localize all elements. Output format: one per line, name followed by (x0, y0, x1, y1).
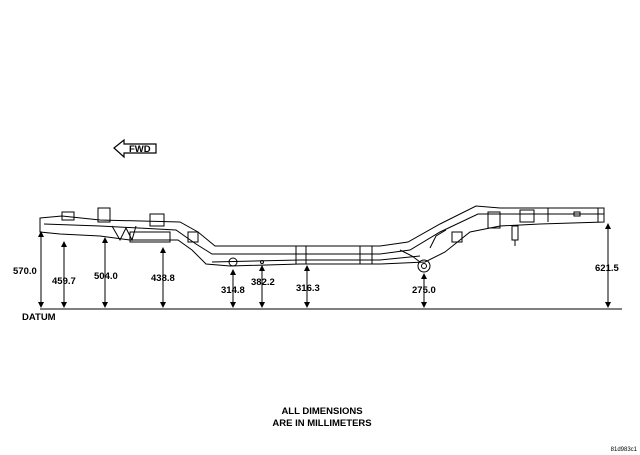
dimension-value: 382.2 (251, 277, 275, 288)
dimension-value: 504.0 (94, 271, 118, 282)
fwd-label: FWD (129, 144, 151, 155)
forward-arrow-icon (113, 138, 157, 159)
dimension-arrows (38, 223, 611, 308)
dimension-value: 314.8 (221, 285, 245, 296)
dimension-value: 316.3 (296, 283, 320, 294)
dimension-value: 459.7 (52, 276, 76, 287)
dimension-value: 438.8 (151, 273, 175, 284)
dimension-value: 570.0 (13, 266, 37, 277)
note-line-2: ARE IN MILLIMETERS (272, 418, 371, 429)
note-line-1: ALL DIMENSIONS (281, 406, 362, 417)
frame-rail-drawing (39, 205, 605, 273)
dimension-value: 621.5 (595, 263, 619, 274)
datum-label: DATUM (22, 312, 56, 323)
dimension-value: 275.0 (412, 285, 436, 296)
figure-code: 81d983c1 (611, 447, 638, 453)
